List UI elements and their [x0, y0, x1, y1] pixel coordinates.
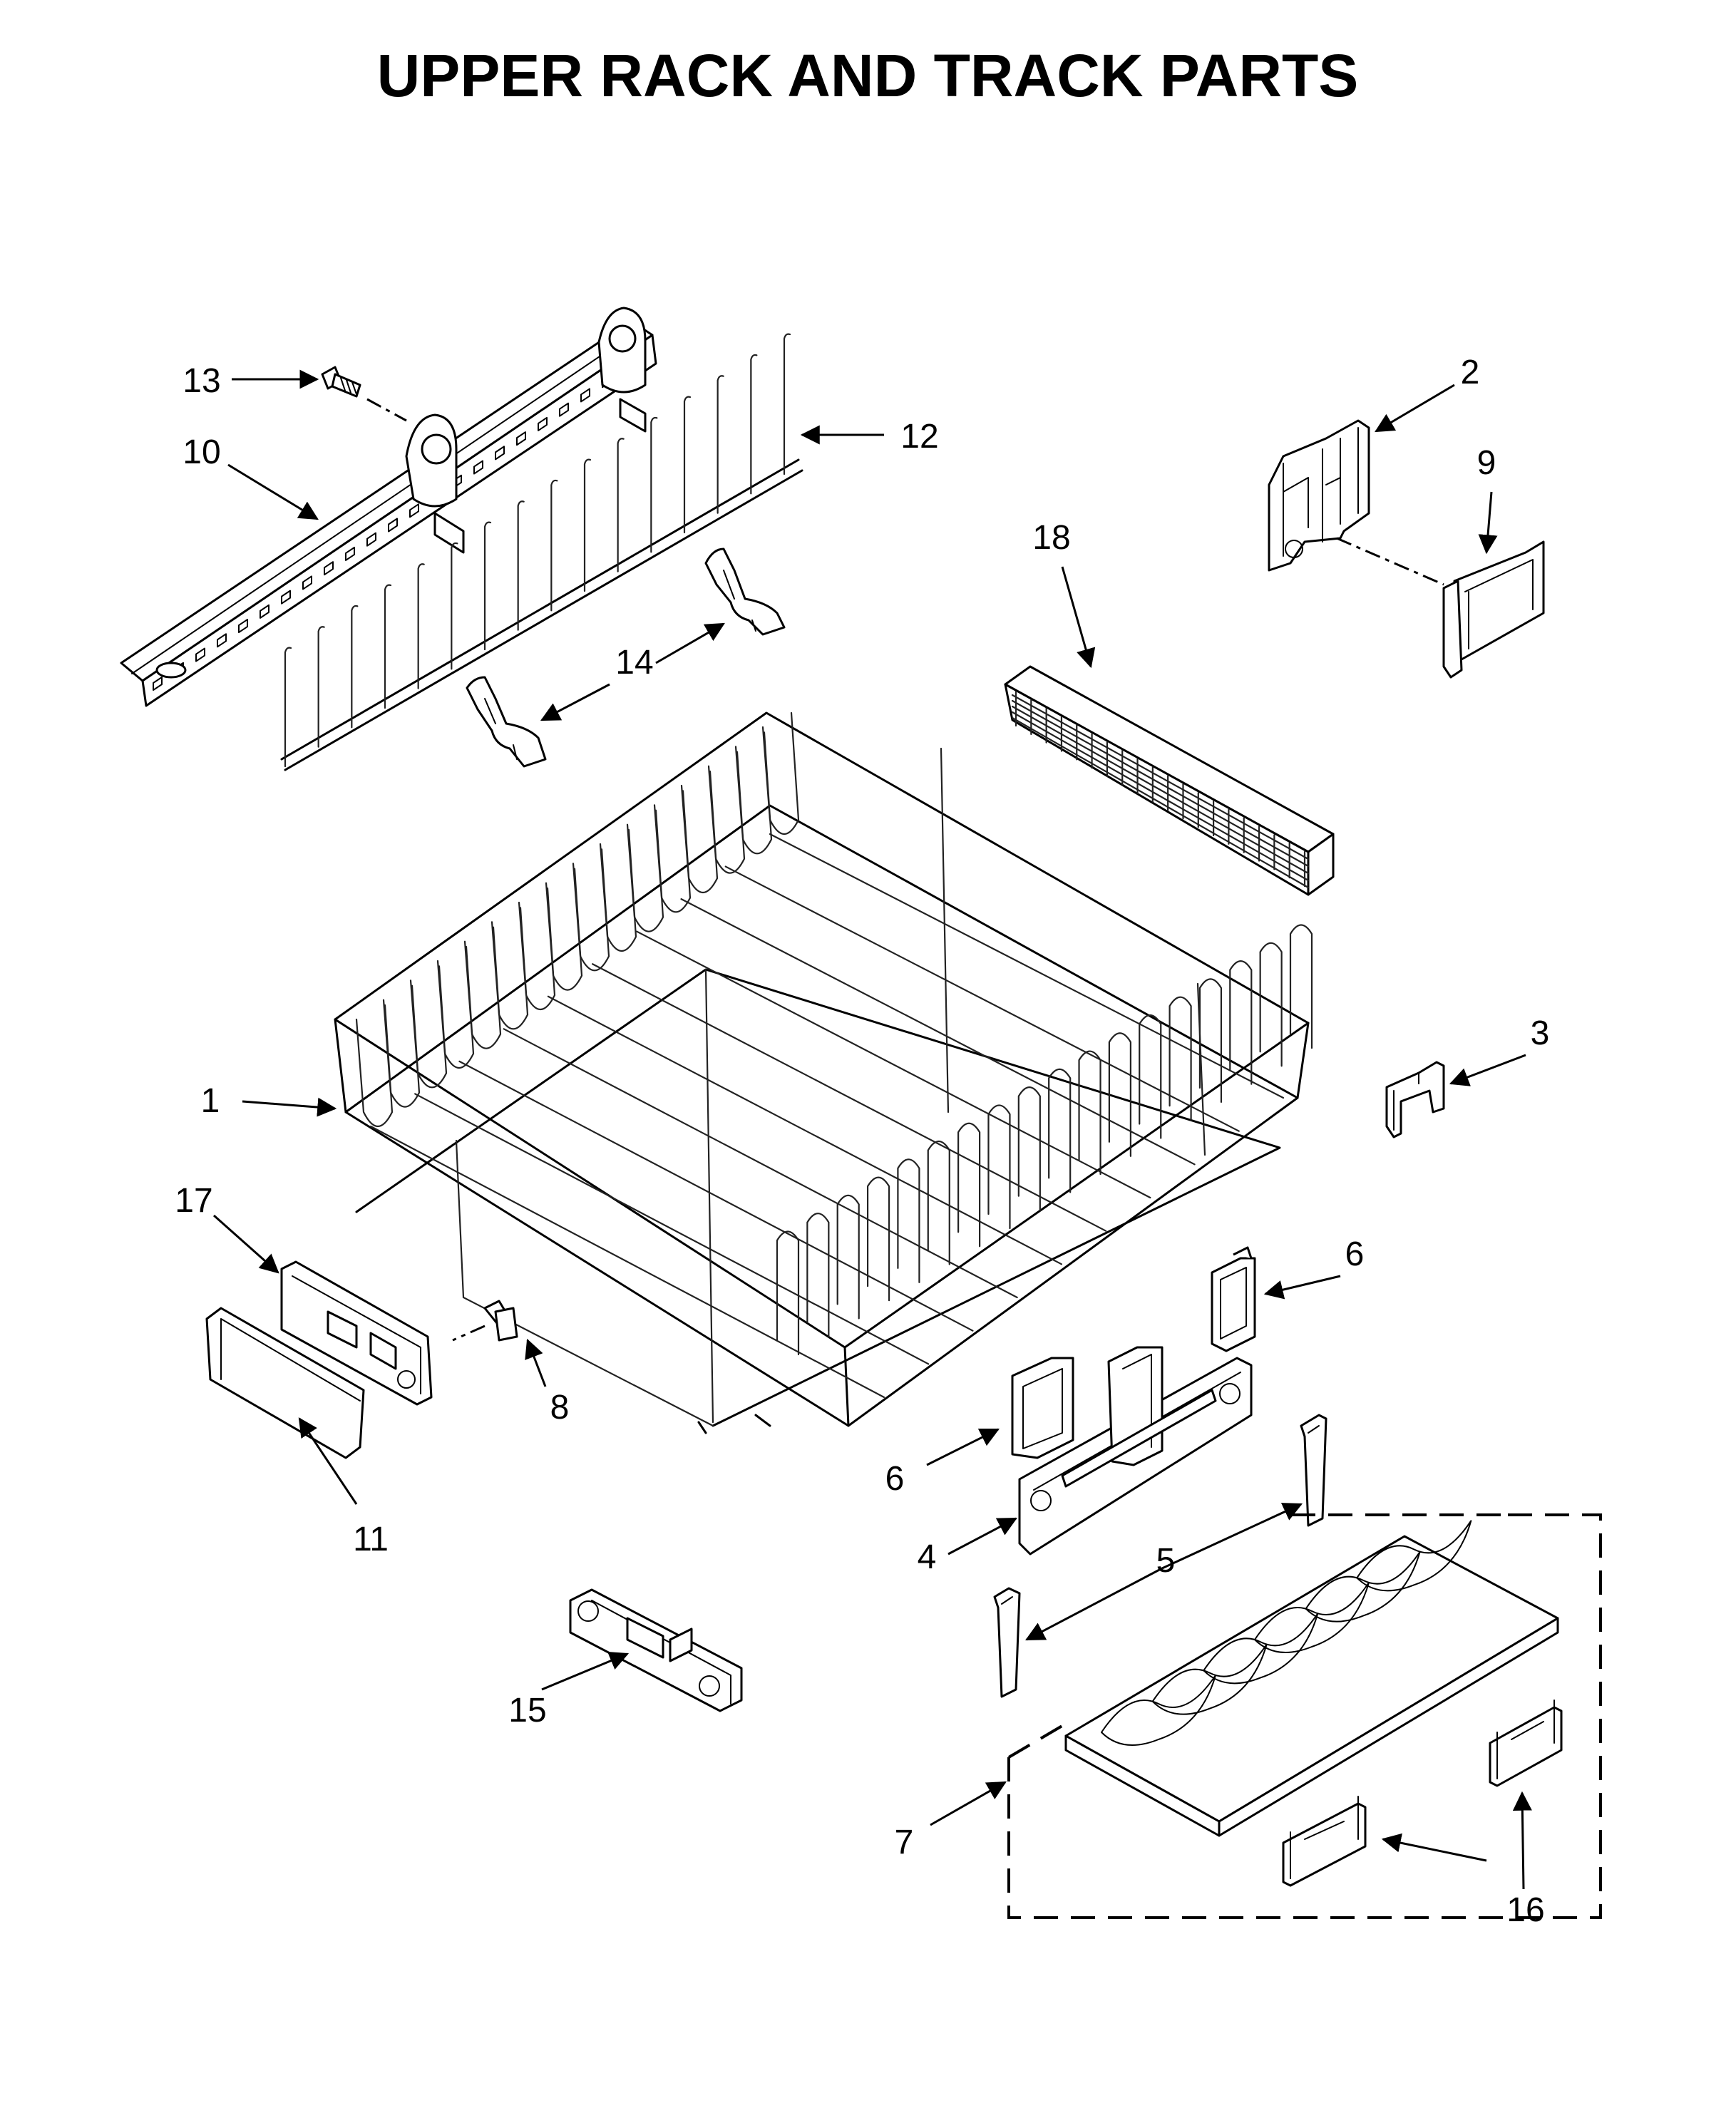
leader-lines [213, 369, 1532, 1890]
part-4-adjuster-rail [1018, 1346, 1253, 1556]
part-12-tine-row [280, 333, 803, 771]
part-5-clip-right [1300, 1414, 1327, 1527]
part-2-bracket [1268, 419, 1444, 586]
diagram-title: UPPER RACK AND TRACK PARTS [377, 42, 1359, 109]
callout-6-lower: 6 [885, 1460, 905, 1498]
callout-3: 3 [1531, 1014, 1550, 1052]
callout-18: 18 [1032, 519, 1070, 557]
part-14-clip-upper [704, 547, 786, 636]
part-16-bracket-right [1489, 1700, 1563, 1787]
part-6-slide-lower [1011, 1357, 1074, 1459]
callout-8: 8 [550, 1389, 570, 1426]
callout-12: 12 [900, 418, 938, 456]
part-5-clip-left [993, 1587, 1021, 1698]
part-15-adjuster [569, 1588, 743, 1712]
callout-6-upper: 6 [1345, 1235, 1365, 1273]
callout-13: 13 [183, 362, 220, 400]
part-11-handle-cover [205, 1307, 365, 1459]
callout-2: 2 [1461, 354, 1480, 391]
part-6-slide-upper [1211, 1246, 1256, 1352]
part-18-cutlery-basket [1004, 665, 1335, 896]
callout-17: 17 [175, 1182, 212, 1220]
part-3-clip [1385, 1061, 1445, 1138]
part-14-clip-lower [466, 676, 547, 768]
callout-5: 5 [1156, 1542, 1176, 1580]
callout-15: 15 [508, 1692, 546, 1729]
callout-7: 7 [895, 1824, 914, 1861]
part-7-kit [1007, 1513, 1602, 1919]
callout-9: 9 [1477, 444, 1496, 482]
part-1-upper-rack [334, 711, 1313, 1434]
callout-14: 14 [615, 644, 653, 682]
callout-16: 16 [1506, 1891, 1544, 1929]
part-17-handle-base [280, 1260, 433, 1406]
part-16-bracket-left [1282, 1796, 1367, 1887]
part-8-pin [452, 1300, 518, 1342]
callout-10: 10 [183, 433, 220, 471]
callout-1: 1 [201, 1082, 220, 1120]
callout-11: 11 [353, 1521, 389, 1558]
part-10-track-rail [120, 307, 657, 707]
part-13-screw [321, 366, 407, 422]
part-9-cover [1442, 540, 1545, 679]
callout-4: 4 [918, 1538, 937, 1576]
